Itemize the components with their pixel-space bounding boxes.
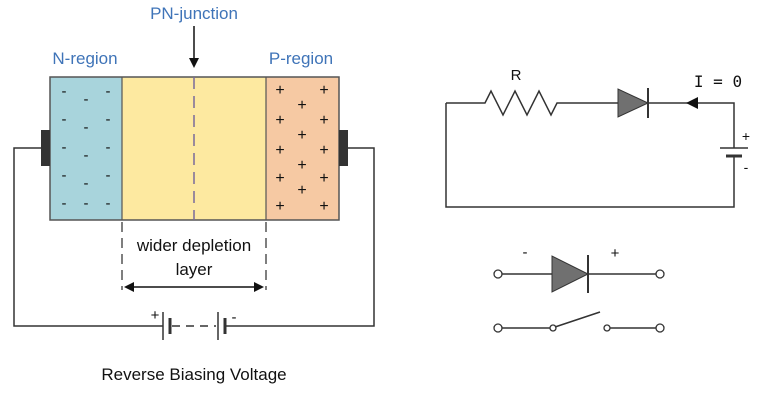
p-charges: + + + + + + + + + + + + + + (275, 82, 328, 215)
terminal-node (493, 323, 503, 333)
p-charge: + (275, 198, 284, 215)
n-charge: - (84, 175, 89, 192)
n-region-block (50, 77, 122, 220)
n-charge: - (84, 91, 89, 108)
p-charge: + (319, 82, 328, 99)
caption: Reverse Biasing Voltage (101, 365, 286, 384)
depletion-label-line1: wider depletion (136, 236, 251, 255)
terminal-node (655, 323, 665, 333)
resistor-label: R (511, 67, 522, 84)
current-label: I = 0 (694, 72, 742, 91)
n-charge: - (106, 195, 111, 212)
p-charge: + (297, 97, 306, 114)
n-charges: - - - - - - - - - - - - - - - (62, 83, 111, 212)
resistor-wire (446, 89, 618, 117)
depletion-label-line2: layer (176, 260, 213, 279)
p-charge: + (297, 157, 306, 174)
p-charge: + (319, 112, 328, 129)
p-charge: + (275, 142, 284, 159)
n-charge: - (106, 83, 111, 100)
p-region-label: P-region (269, 49, 333, 68)
p-charge: + (319, 198, 328, 215)
p-charge: + (275, 82, 284, 99)
p-charge: + (275, 112, 284, 129)
source-plus-label: + (742, 128, 750, 144)
n-charge: - (84, 147, 89, 164)
n-charge: - (106, 111, 111, 128)
p-charge: + (319, 170, 328, 187)
p-charge: + (297, 127, 306, 144)
n-charge: - (84, 119, 89, 136)
n-charge: - (84, 195, 89, 212)
n-charge: - (62, 167, 67, 184)
n-terminal (41, 130, 50, 166)
n-charge: - (62, 195, 67, 212)
switch-pivot (549, 324, 557, 332)
pn-junction-arrowhead (189, 58, 199, 68)
pn-junction-label: PN-junction (150, 4, 238, 23)
terminal-node (655, 269, 665, 279)
diode-plus-label: + (611, 245, 620, 262)
depletion-arrow-left (124, 282, 134, 292)
diode-icon (617, 88, 650, 118)
depletion-arrow-right (254, 282, 264, 292)
diode-minus-label: - (523, 244, 528, 261)
battery-minus-label: - (232, 309, 237, 326)
p-terminal (339, 130, 348, 166)
p-region-block (266, 77, 339, 220)
open-switch-icon (554, 311, 601, 328)
top-right-wire (648, 102, 735, 148)
p-charge: + (297, 182, 306, 199)
battery-plus-label: + (151, 307, 160, 324)
terminal-node (493, 269, 503, 279)
current-arrow-icon (686, 97, 698, 109)
p-charge: + (319, 142, 328, 159)
left-wire (13, 147, 163, 327)
bottom-wire (445, 103, 735, 208)
right-wire (225, 147, 375, 327)
n-charge: - (62, 139, 67, 156)
diode-symbol-icon (551, 255, 590, 293)
n-charge: - (106, 139, 111, 156)
n-region-label: N-region (52, 49, 117, 68)
n-charge: - (62, 111, 67, 128)
switch-contact (603, 324, 611, 332)
p-charge: + (275, 170, 284, 187)
source-minus-label: - (744, 159, 749, 175)
n-charge: - (106, 167, 111, 184)
n-charge: - (62, 83, 67, 100)
